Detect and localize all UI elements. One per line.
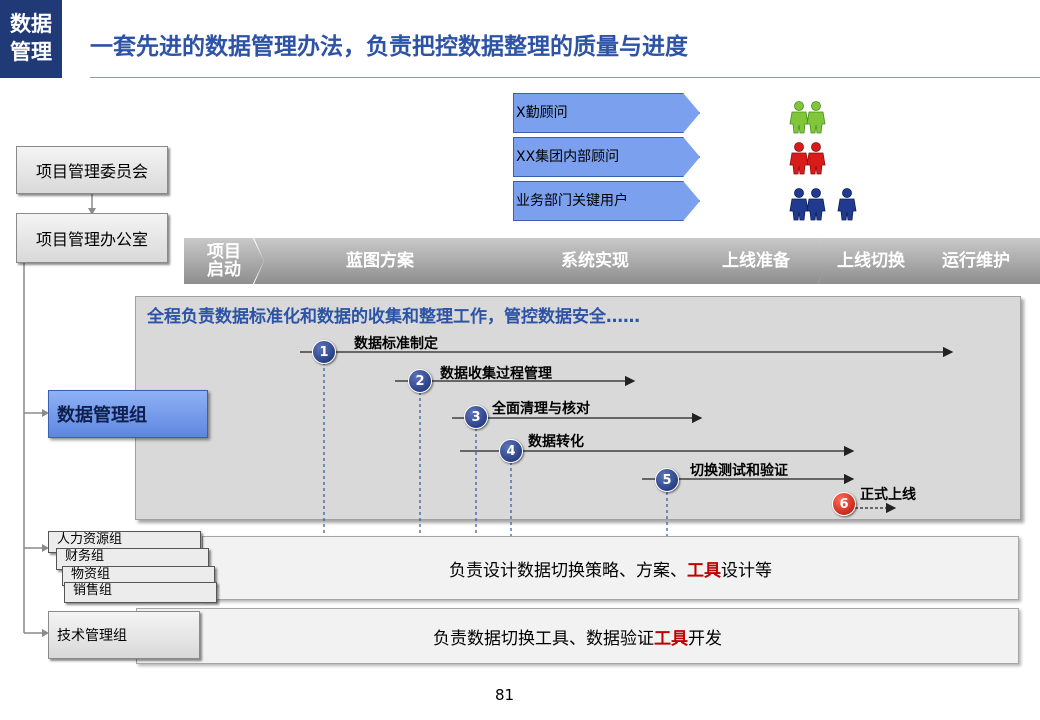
tech-band-text-pre: 负责数据切换工具、数据验证 [433,628,654,649]
phase-kickoff: 项目启动 [184,238,264,284]
business-band-text: 负责设计数据切换策略、方案、工具设计等 [449,556,772,581]
phase-kickoff-line2: 启动 [207,260,241,280]
business-band-highlight: 工具 [687,560,721,581]
legend-chevron-3: 业务部门关键用户 [513,181,700,221]
step-2-label: 数据收集过程管理 [440,366,552,382]
sales-group-box: 销售组 [64,582,217,603]
committee-box: 项目管理委员会 [16,146,168,194]
business-groups-band: 负责设计数据切换策略、方案、工具设计等 [202,536,1019,600]
legend-label-1: X勤顾问 [516,105,568,121]
panel-heading: 全程负责数据标准化和数据的收集和整理工作，管控数据安全…… [147,307,640,327]
step-6-marker: 6 [832,492,856,516]
business-band-text-pre: 负责设计数据切换策略、方案、 [449,560,687,581]
step-1-marker: 1 [312,340,336,364]
badge-line-1: 数据 [10,12,52,36]
tech-group-box: 技术管理组 [48,611,200,659]
phase-blueprint-label: 蓝图方案 [346,251,414,271]
phase-golive-prep: 上线准备 [684,238,828,284]
phase-blueprint: 蓝图方案 [254,238,506,284]
data-management-panel [135,296,1021,520]
people-icon-red [788,141,828,179]
step-5-label: 切换测试和验证 [690,463,788,479]
step-1-label: 数据标准制定 [354,336,438,352]
data-group-box: 数据管理组 [48,390,208,438]
tech-group-band: 负责数据切换工具、数据验证工具开发 [136,608,1019,664]
people-icon-green [788,100,828,138]
phase-realization-label: 系统实现 [561,251,629,271]
business-band-text-post: 设计等 [721,560,772,581]
phase-cutover-label: 上线切换 [837,251,905,271]
phase-golive-prep-label: 上线准备 [722,251,790,271]
legend-label-2: XX集团内部顾问 [516,149,620,165]
legend-chevron-1: X勤顾问 [513,93,700,133]
step-5-marker: 5 [655,468,679,492]
tech-band-text: 负责数据切换工具、数据验证工具开发 [433,624,722,649]
tech-band-highlight: 工具 [654,628,688,649]
phase-kickoff-line1: 项目 [207,242,241,262]
phase-realization: 系统实现 [494,238,696,284]
step-3-marker: 3 [464,405,488,429]
page-title: 一套先进的数据管理办法，负责把控数据整理的质量与进度 [90,34,688,60]
phase-operation-label: 运行维护 [942,251,1010,271]
people-icon-blue [788,187,860,225]
step-2-marker: 2 [408,369,432,393]
phase-operation: 运行维护 [912,238,1040,284]
section-badge: 数据 管理 [0,0,62,78]
finance-group-box: 财务组 [56,548,209,570]
step-3-label: 全面清理与核对 [492,401,590,417]
office-box: 项目管理办公室 [16,213,168,263]
hr-group-box: 人力资源组 [48,531,201,553]
step-6-label: 正式上线 [860,487,916,503]
page-number: 81 [495,686,515,704]
title-divider [90,77,1040,78]
legend-label-3: 业务部门关键用户 [516,193,628,209]
badge-line-2: 管理 [10,40,52,64]
tech-band-text-post: 开发 [688,628,722,649]
step-4-label: 数据转化 [528,434,584,450]
phase-cutover: 上线切换 [818,238,924,284]
legend-chevron-2: XX集团内部顾问 [513,137,700,177]
step-4-marker: 4 [499,439,523,463]
